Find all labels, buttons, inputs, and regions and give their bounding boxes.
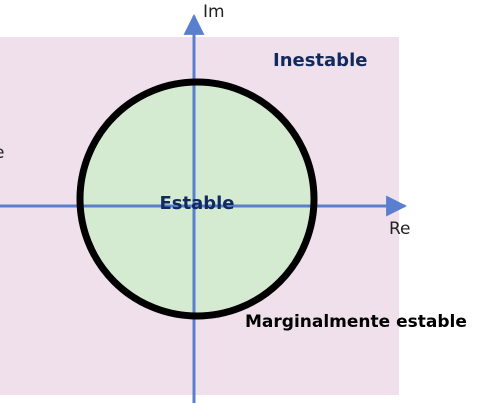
unstable-region-label: Inestable <box>273 50 367 71</box>
clipped-left-glyph: e <box>0 143 4 163</box>
stable-region-disk <box>80 82 314 316</box>
unit-circle-boundary <box>76 78 318 320</box>
imaginary-axis-label: Im <box>203 2 225 22</box>
marginal-boundary-label: Marginalmente estable <box>245 312 467 332</box>
stable-region-label: Estable <box>159 193 234 214</box>
real-axis-label: Re <box>389 219 411 239</box>
